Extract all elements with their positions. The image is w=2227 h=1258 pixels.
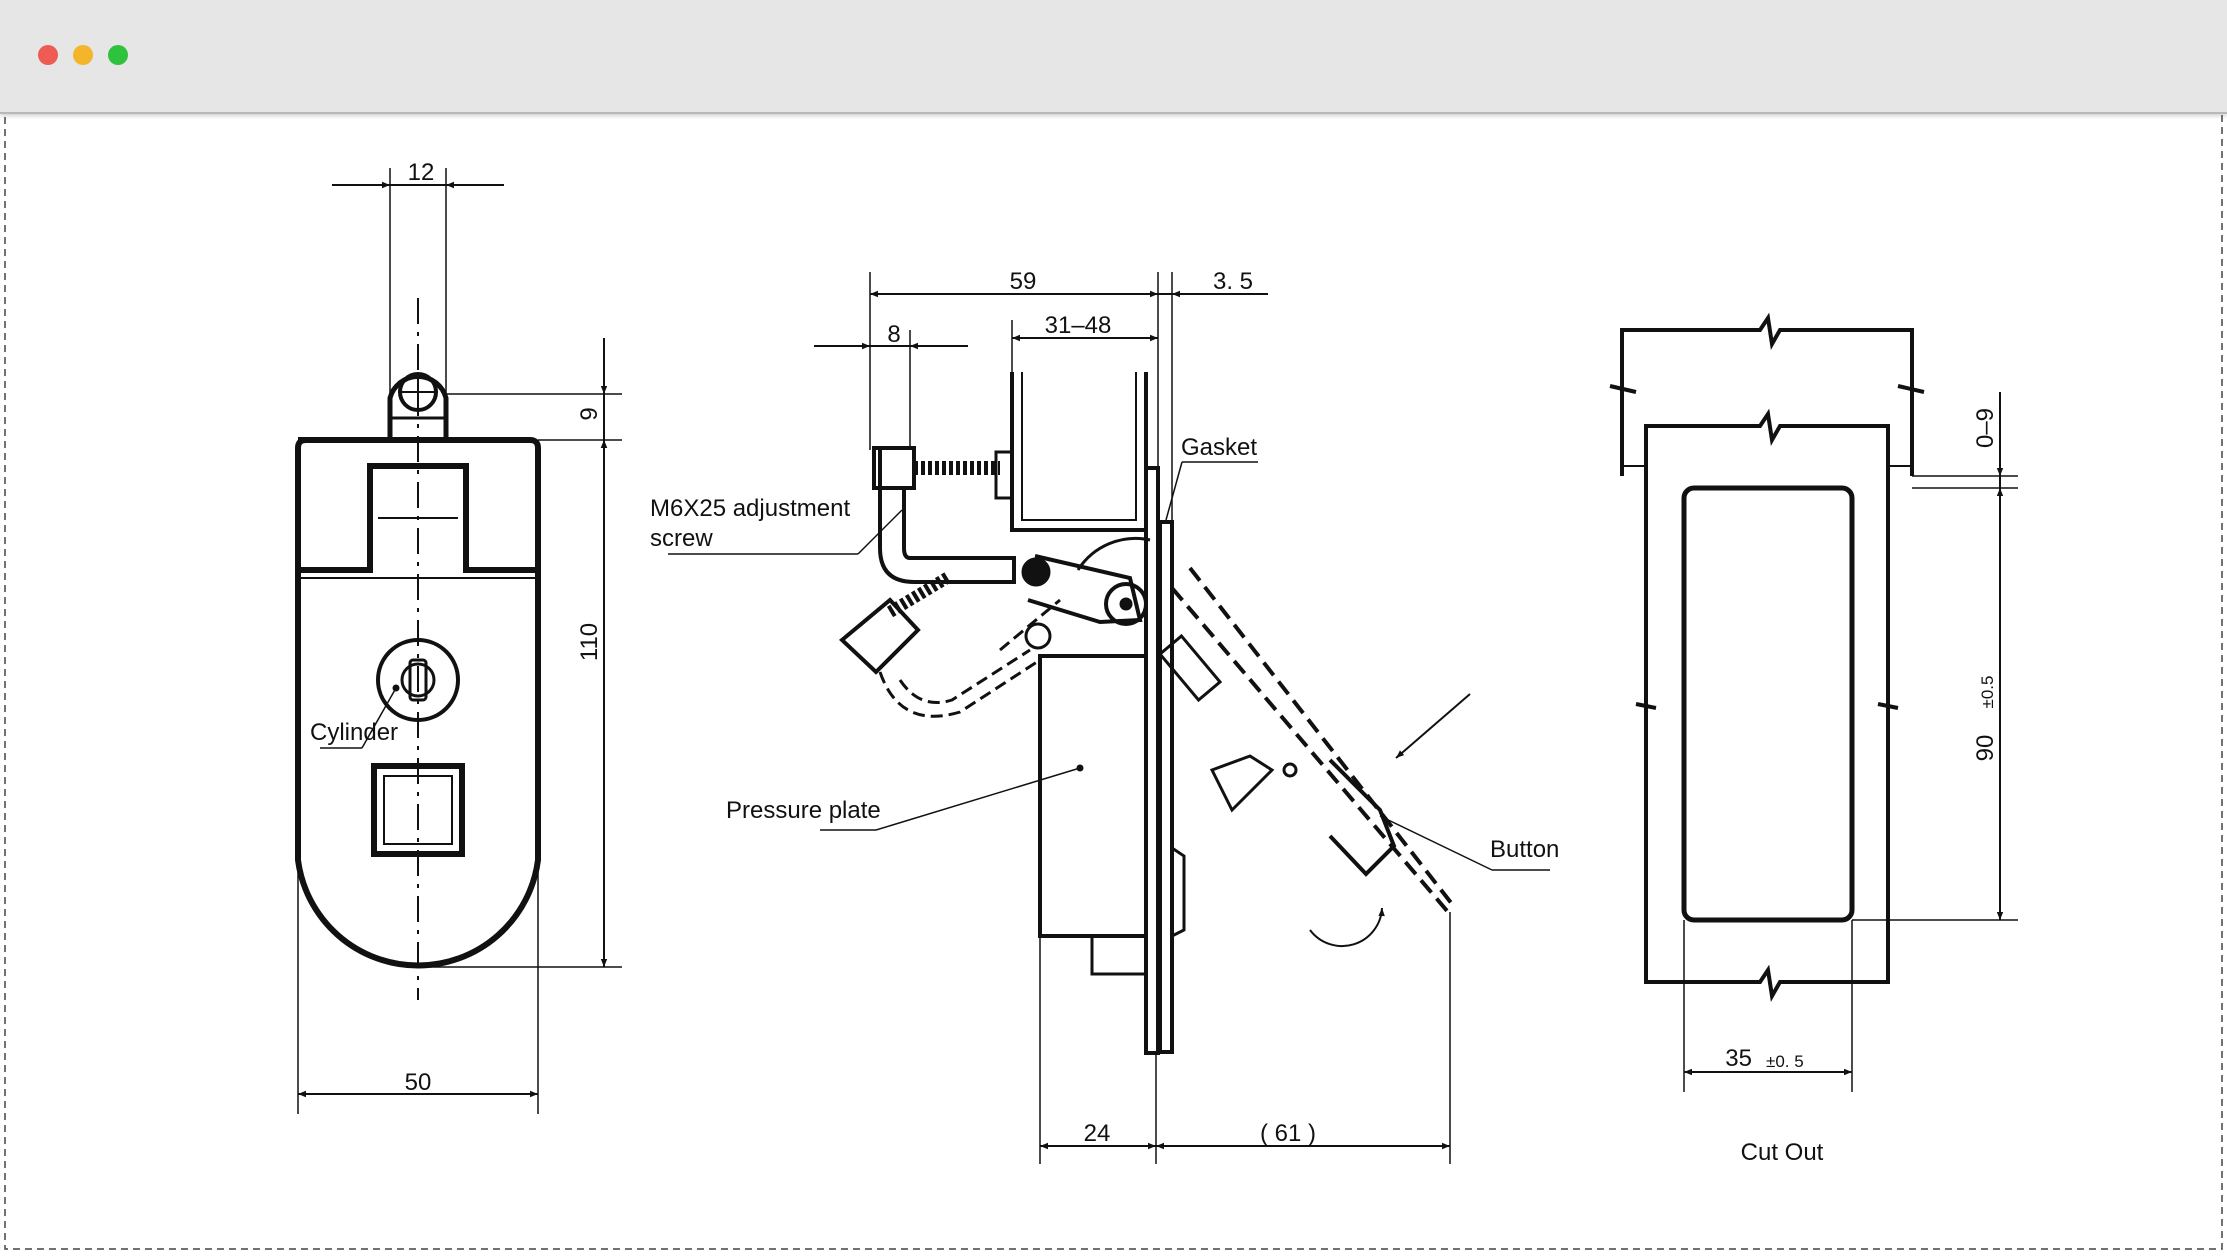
window-titlebar (0, 0, 2227, 114)
cutout-view (1609, 312, 2018, 1092)
callout-cylinder: Cylinder (310, 719, 398, 746)
pivot-bolt (1021, 557, 1051, 587)
dim-label-0-9: 0–9 (1972, 408, 1999, 448)
window-zoom-button[interactable] (108, 45, 128, 65)
upper-recess (298, 463, 538, 573)
cutout-view-labels: 0–9 90 ±0.5 35 ±0. 5 Cut Out (1725, 408, 1999, 1166)
side-view-labels: 59 3. 5 8 31–48 24 ( 61 ) M6X25 adjustme… (650, 268, 1559, 1147)
dim-label-31-48: 31–48 (1045, 312, 1112, 339)
dim-label-59: 59 (1010, 268, 1037, 295)
callout-button: Button (1490, 836, 1559, 863)
callout-screw-line2: screw (650, 525, 713, 552)
pressure-plate (1038, 654, 1148, 938)
technical-drawing: 12 9 110 50 Cylinder (4, 111, 2223, 1250)
push-arrow (1395, 693, 1471, 759)
callout-pressure-plate: Pressure plate (726, 797, 881, 824)
gasket (1158, 520, 1174, 1054)
cutout-opening (1681, 485, 1855, 923)
panel-front (1644, 408, 1890, 1002)
rotation-arrow (1309, 907, 1385, 948)
open-screw-head (838, 597, 921, 675)
dim-label-90-tolerance: ±0.5 (1978, 676, 1997, 709)
dim-label-61: ( 61 ) (1260, 1120, 1316, 1147)
callout-gasket: Gasket (1181, 434, 1257, 461)
front-view (295, 168, 622, 1114)
dim-label-90: 90 (1972, 735, 1999, 762)
u-bracket (1010, 372, 1148, 532)
window-close-button[interactable] (38, 45, 58, 65)
dim-label-24: 24 (1084, 1120, 1111, 1147)
dim-label-8: 8 (887, 321, 900, 348)
side-view (668, 272, 1550, 1164)
window-minimize-button[interactable] (73, 45, 93, 65)
dim-label-110: 110 (576, 623, 603, 661)
callout-screw-line1: M6X25 adjustment (650, 495, 850, 522)
drawing-canvas: 12 9 110 50 Cylinder (0, 111, 2227, 1253)
front-view-labels: 12 9 110 50 Cylinder (310, 159, 603, 1096)
dim-label-9: 9 (576, 407, 603, 420)
latch-tab (1209, 754, 1275, 813)
dim-label-3-5: 3. 5 (1213, 268, 1253, 295)
cutout-caption: Cut Out (1741, 1139, 1824, 1166)
panel-back (1620, 312, 1914, 476)
pivot-nut (1104, 582, 1148, 626)
hook-clamp (878, 448, 1016, 584)
dim-label-50: 50 (405, 1069, 432, 1096)
dim-label-12: 12 (408, 159, 435, 186)
push-button (1328, 758, 1397, 877)
open-hook-dashed (878, 658, 1041, 718)
dim-label-35-tolerance: ±0. 5 (1766, 1052, 1804, 1071)
dim-label-35: 35 (1725, 1045, 1752, 1072)
